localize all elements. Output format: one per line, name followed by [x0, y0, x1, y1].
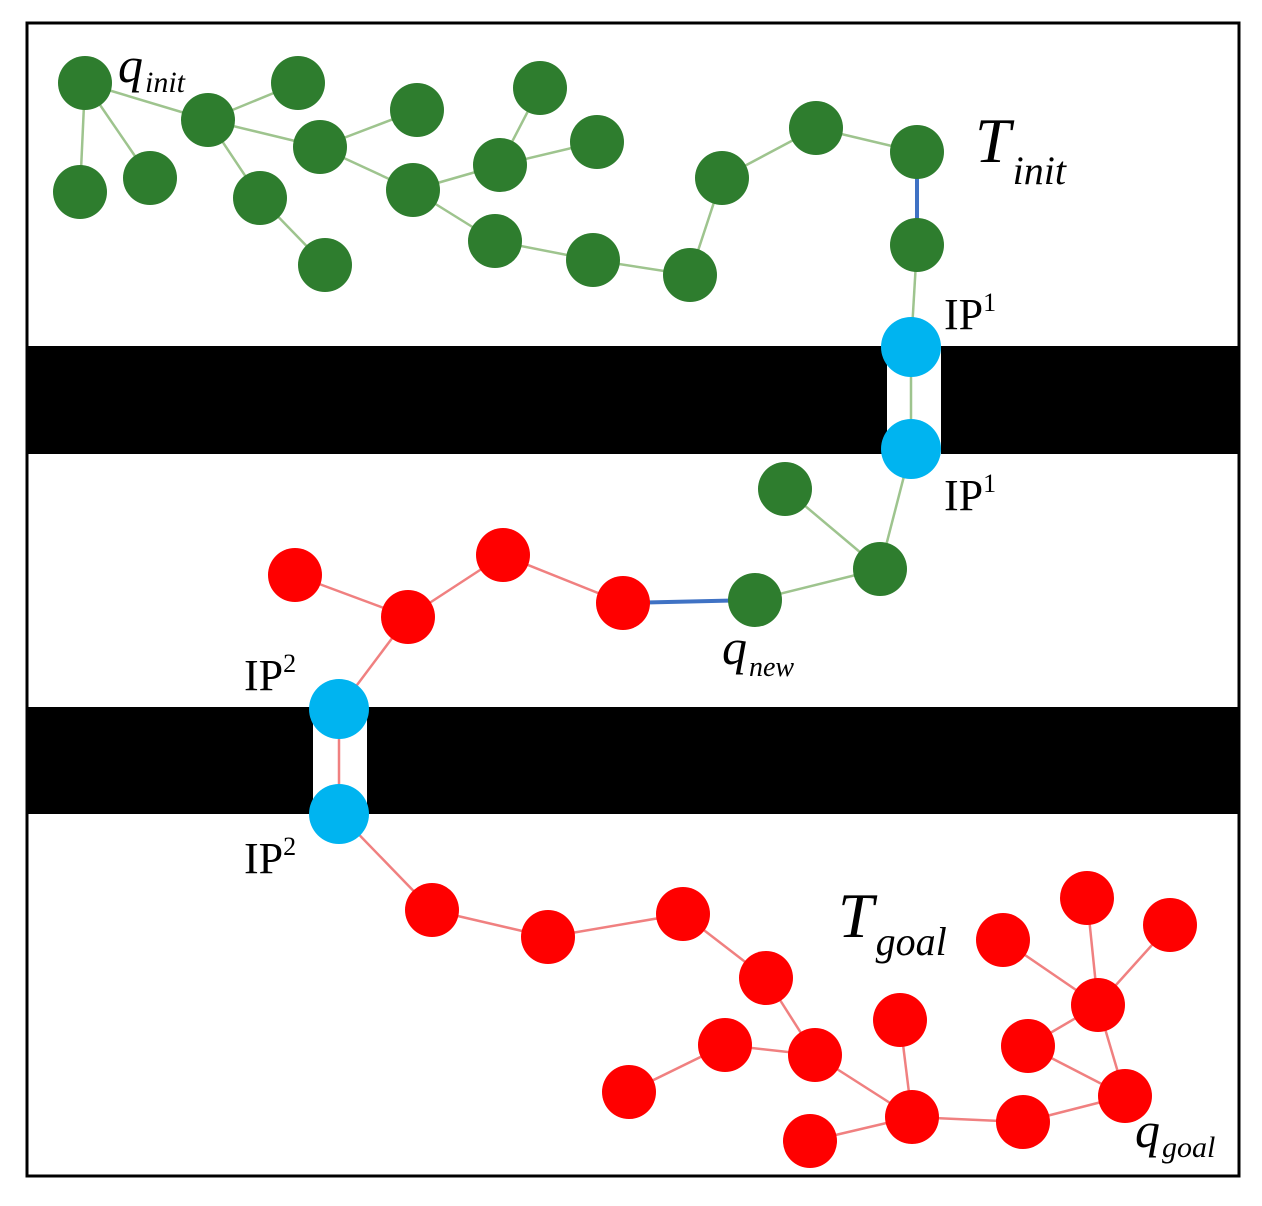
goal-tree-node-icon [656, 887, 710, 941]
goal-tree-node-icon [783, 1114, 837, 1168]
goal-tree-node-icon [476, 528, 530, 582]
ip1-top-main: IP [944, 290, 983, 339]
ip1-top-sup: 1 [983, 288, 996, 317]
ip2-bottom-label: IP2 [244, 832, 296, 883]
goal-tree-node-icon [996, 1095, 1050, 1149]
goal-tree-node-icon [405, 883, 459, 937]
init-tree-node-icon [473, 138, 527, 192]
t-init-main: T [975, 105, 1015, 176]
init-tree-node-icon [570, 115, 624, 169]
q-goal-main: q [1135, 1102, 1160, 1158]
goal-tree-node-icon [885, 1090, 939, 1144]
goal-tree-node-icon [602, 1065, 656, 1119]
t-goal-label: Tgoal [838, 880, 947, 964]
init-tree-node-icon [181, 93, 235, 147]
obstacle-upper [28, 346, 1238, 454]
ip2-top-sup: 2 [283, 649, 296, 678]
init-tree-node-icon [233, 171, 287, 225]
goal-tree-node-icon [1143, 898, 1197, 952]
ip1-top-label: IP1 [944, 288, 996, 339]
init-tree-node-icon [663, 248, 717, 302]
goal-tree-node-icon [698, 1018, 752, 1072]
goal-tree-node-icon [976, 913, 1030, 967]
q-init-main: q [118, 37, 143, 93]
init-tree-node-icon [58, 56, 112, 110]
goal-tree-node-icon [381, 590, 435, 644]
init-tree-node-icon [513, 61, 567, 115]
init-tree-node-icon [468, 214, 522, 268]
t-goal-sub: goal [876, 919, 947, 964]
ip2-bottom-main: IP [244, 834, 283, 883]
init-tree-node-icon [853, 542, 907, 596]
intersection-node-icon [309, 679, 369, 739]
q-goal-label: qgoal [1135, 1102, 1215, 1164]
goal-tree-node-icon [873, 993, 927, 1047]
goal-tree-node-icon [788, 1028, 842, 1082]
t-init-label: Tinit [975, 105, 1067, 193]
init-tree-node-icon [890, 218, 944, 272]
ip2-top-label: IP2 [244, 649, 296, 700]
q-goal-sub: goal [1162, 1131, 1215, 1164]
goal-tree-node-icon [1071, 978, 1125, 1032]
q-new-label: qnew [722, 619, 794, 683]
init-tree-node-icon [789, 101, 843, 155]
init-tree-node-icon [298, 238, 352, 292]
obstacle-lower [28, 707, 1238, 814]
q-new-sub: new [749, 652, 794, 683]
init-tree-node-icon [695, 151, 749, 205]
goal-tree-node-icon [739, 951, 793, 1005]
init-tree-node-icon [728, 573, 782, 627]
init-tree-node-icon [123, 151, 177, 205]
goal-tree-node-icon [1001, 1019, 1055, 1073]
init-tree-node-icon [566, 233, 620, 287]
init-tree-node-icon [890, 125, 944, 179]
init-tree-node-icon [293, 120, 347, 174]
t-goal-main: T [838, 880, 878, 951]
t-init-sub: init [1013, 148, 1067, 193]
init-tree-node-icon [53, 165, 107, 219]
goal-tree-node-icon [268, 548, 322, 602]
init-tree-node-icon [386, 163, 440, 217]
intersection-node-icon [309, 784, 369, 844]
ip2-top-main: IP [244, 651, 283, 700]
goal-tree-node-icon [596, 576, 650, 630]
ip1-bottom-sup: 1 [983, 469, 996, 498]
q-new-main: q [722, 619, 747, 675]
goal-tree-node-icon [521, 910, 575, 964]
q-init-label: qinit [118, 37, 186, 99]
init-tree-node-icon [271, 56, 325, 110]
ip2-bottom-sup: 2 [283, 832, 296, 861]
intersection-node-icon [881, 419, 941, 479]
ip1-bottom-label: IP1 [944, 469, 996, 520]
init-tree-node-icon [390, 83, 444, 137]
intersection-node-icon [881, 317, 941, 377]
ip1-bottom-main: IP [944, 471, 983, 520]
goal-tree-node-icon [1060, 871, 1114, 925]
tree-nodes [53, 56, 1197, 1168]
goal-tree-node-icon [1098, 1069, 1152, 1123]
q-init-sub: init [145, 66, 186, 99]
init-tree-node-icon [758, 462, 812, 516]
